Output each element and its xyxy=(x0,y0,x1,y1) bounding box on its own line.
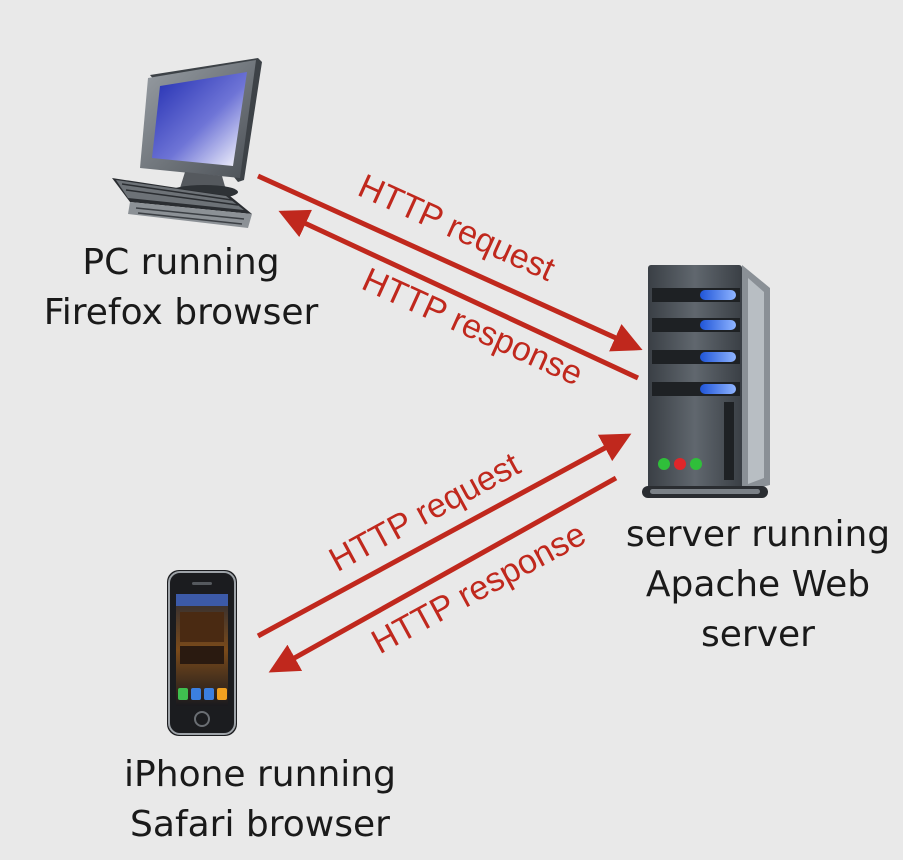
pc-label-line2: Firefox browser xyxy=(44,292,319,333)
desktop-computer-icon xyxy=(112,58,262,228)
smartphone-icon xyxy=(167,570,237,736)
pc-response-label: HTTP response xyxy=(357,261,589,394)
server-label-line2: Apache Web xyxy=(646,564,870,605)
iphone-label-line2: Safari browser xyxy=(130,804,390,845)
server-label-line1: server running xyxy=(626,514,890,555)
server-tower-icon xyxy=(642,265,770,498)
server-label-line3: server xyxy=(701,614,815,655)
iphone-label-line1: iPhone running xyxy=(124,754,396,795)
pc-label-line1: PC running xyxy=(82,242,279,283)
